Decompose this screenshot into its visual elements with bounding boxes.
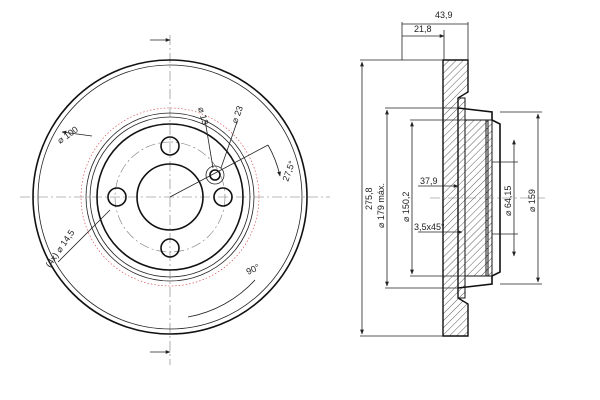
hat-inner-circle: [96, 123, 244, 271]
angle-1-arc: [267, 144, 281, 177]
small-hole-2-leader: [220, 121, 238, 169]
hat-depth-label: 37,9: [420, 176, 438, 186]
bolt-hole-left: [107, 187, 127, 207]
pcd-label: ⌀ 100: [55, 124, 80, 145]
front-view: ⌀ 100 (4x) ⌀ 14,5 ⌀ 13 ⌀ 23 27,5° 90°: [20, 35, 330, 365]
hat-edge-circle: [89, 116, 251, 278]
hat-outer-circle: [85, 112, 255, 282]
hat-profile: [457, 107, 501, 289]
angle-1-label: 27,5°: [280, 159, 297, 183]
inner-diameter-label: ⌀ 150,2: [401, 192, 411, 222]
outer-rim-inner-circle: [37, 64, 303, 330]
bolt-hole-top: [160, 136, 180, 156]
hat-diameter-label: ⌀ 159: [527, 189, 537, 212]
bolt-hole-right: [213, 187, 233, 207]
chamfer-label: 3,5x45°: [414, 222, 445, 232]
outer-diameter-label: 275,8: [364, 187, 374, 210]
locating-hole-outer: [205, 165, 225, 185]
bolt-hole-leader: [57, 209, 111, 263]
pcd-circle: [114, 141, 226, 253]
pcd-leader: [61, 130, 93, 137]
hat-width-label: 21,8: [414, 24, 432, 34]
center-bore-label: ⌀ 64,15: [503, 186, 513, 216]
side-view: 43,9 21,8 275,8 ⌀ 179 máx. ⌀ 150,2 37,9 …: [360, 10, 545, 337]
angle-2-label: 90°: [245, 262, 262, 277]
locating-hole-inner: [209, 169, 221, 181]
center-bore-circle: [136, 163, 204, 231]
friction-ring-circle: [80, 107, 260, 287]
small-hole-leader: [204, 119, 214, 169]
max-friction-label: ⌀ 179 máx.: [376, 183, 386, 228]
bolt-hole-bottom: [160, 238, 180, 258]
overall-width-label: 43,9: [435, 10, 453, 20]
small-hole-2-label: ⌀ 23: [229, 104, 245, 124]
angle-2-arc: [187, 279, 256, 318]
angle-ref-line: [169, 144, 269, 198]
outer-rim-circle: [32, 59, 308, 335]
small-hole-label: ⌀ 13: [196, 106, 210, 126]
